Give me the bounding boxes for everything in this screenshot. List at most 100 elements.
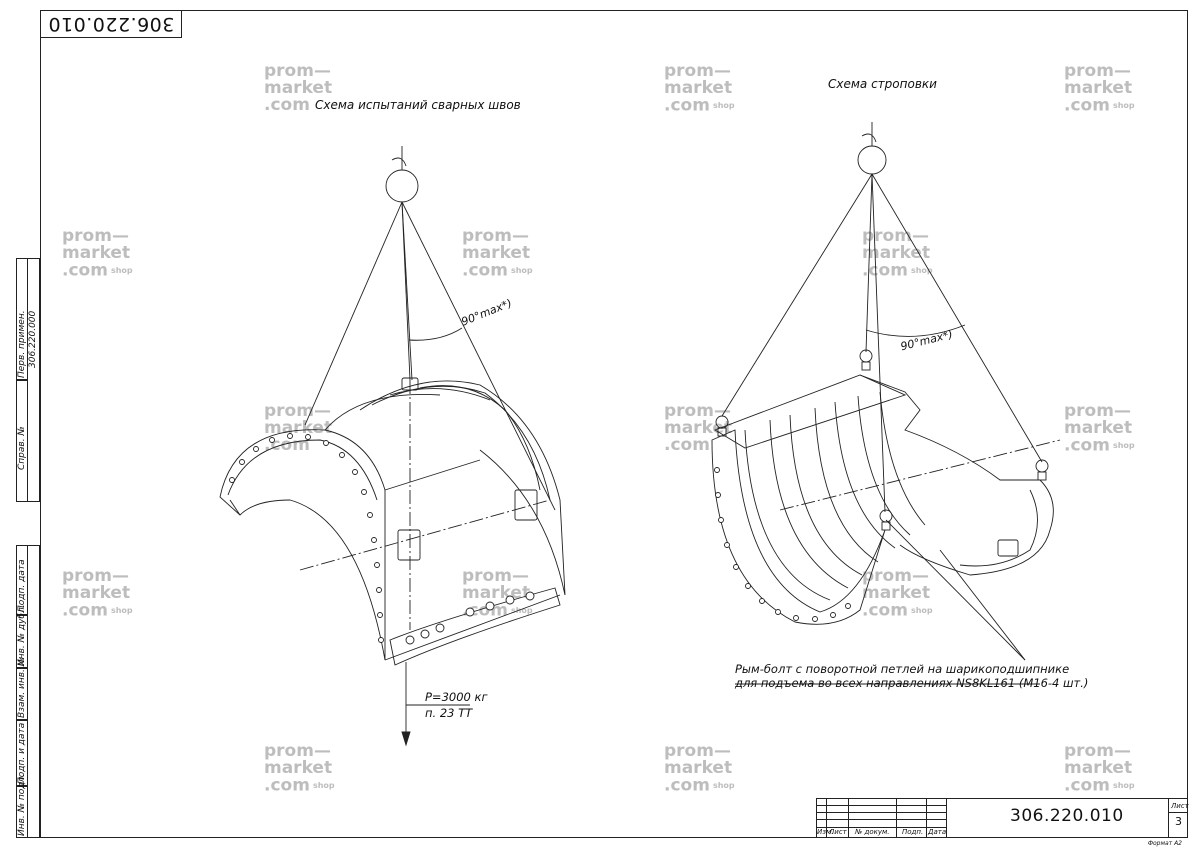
load-value-label: P=3000 кг — [425, 690, 488, 704]
watermark-shop: shop — [110, 606, 133, 615]
inv-podl-cell — [16, 786, 28, 838]
col-izm-label: Изм. — [817, 828, 834, 836]
podp-data-2-cell — [16, 720, 28, 786]
top-code-box: 306.220.010 — [40, 10, 182, 38]
eyebolt-note-line1: Рым-болт с поворотной петлей на шарикопо… — [735, 662, 1070, 676]
title-block-col-list — [827, 799, 849, 837]
perv-primen-label-cell — [16, 258, 28, 380]
watermark-line: .com — [62, 260, 108, 281]
watermark-line: .com — [1064, 95, 1110, 116]
title-block-row-line — [817, 812, 947, 813]
sprav-label-cell — [16, 380, 28, 502]
watermark-line: .com — [862, 600, 908, 621]
title-block: Изм. Лист № докум. Подп. Дата 306.220.01… — [816, 798, 1189, 838]
right-leader-line — [735, 519, 1040, 685]
left-load-arrow — [401, 662, 470, 747]
watermark-line: market — [62, 583, 131, 603]
right-eyebolts — [715, 349, 1049, 531]
title-block-col-data — [927, 799, 947, 837]
watermark-line: prom— — [664, 741, 731, 761]
watermark-line: prom— — [664, 401, 731, 421]
watermark-shop: shop — [910, 606, 933, 615]
right-flange-bolt-holes — [714, 467, 851, 622]
sheet-number: 3 — [1175, 815, 1182, 828]
title-block-row-line — [817, 827, 947, 828]
watermark-line: prom— — [462, 226, 529, 246]
watermark-line: prom— — [62, 566, 129, 586]
watermark-shop: shop — [110, 266, 133, 275]
watermark-shop: shop — [510, 266, 533, 275]
watermark-line: .com — [264, 95, 310, 115]
watermark-line: .com — [62, 600, 108, 621]
watermark-line: prom— — [462, 566, 529, 586]
watermark-line: .com — [264, 775, 310, 796]
watermark-line: .com — [664, 775, 710, 796]
watermark: prom—market.com — [264, 63, 332, 114]
watermark-line: market — [664, 78, 733, 98]
watermark-line: market — [1064, 758, 1133, 778]
watermark-line: market — [862, 243, 931, 263]
watermark-line: market — [1064, 418, 1133, 438]
col-podp-label: Подп. — [902, 828, 924, 836]
title-block-row-line — [817, 819, 947, 820]
watermark-line: market — [664, 418, 733, 438]
format-label: Формат А2 — [1147, 840, 1182, 847]
watermark-line: market — [862, 583, 931, 603]
watermark-line: .com — [1064, 435, 1110, 456]
inv-dubl-cell — [16, 615, 28, 668]
right-slings — [721, 173, 1043, 513]
watermark-line: market — [264, 418, 333, 438]
watermark-line: prom— — [264, 61, 331, 81]
left-hoist-hook — [385, 146, 419, 203]
right-angle-arc — [865, 324, 966, 337]
watermark-line: prom— — [264, 401, 331, 421]
left-slings — [304, 201, 556, 511]
watermark-line: prom— — [264, 741, 331, 761]
watermark-line: prom— — [862, 226, 929, 246]
watermark-shop: shop — [312, 781, 335, 790]
title-block-sheet-line — [1169, 812, 1187, 813]
sheet-frame — [40, 10, 1188, 838]
watermark-line: .com — [664, 435, 710, 455]
left-angle-arc — [408, 327, 463, 341]
col-doc-label: № докум. — [855, 828, 890, 836]
watermark-shop: shop — [910, 266, 933, 275]
vzam-inv-cell — [16, 668, 28, 720]
load-reference-label: п. 23 ТТ — [425, 706, 473, 720]
title-block-col-izm — [817, 799, 827, 837]
watermark-line: .com — [1064, 775, 1110, 796]
title-block-code-cell — [947, 799, 1169, 837]
title-block-col-doc — [849, 799, 897, 837]
watermark-line: market — [264, 78, 333, 98]
watermark-shop: shop — [712, 101, 735, 110]
watermark-line: .com — [664, 95, 710, 116]
watermark-line: .com — [462, 260, 508, 281]
watermark-line: prom— — [1064, 61, 1131, 81]
watermark-line: market — [1064, 78, 1133, 98]
right-hoist-hook — [857, 122, 887, 175]
watermark-line: prom— — [1064, 401, 1131, 421]
watermark-line: .com — [264, 435, 310, 455]
col-list-label: Лист — [829, 828, 847, 836]
eyebolt-note-line2: для подъема во всех направлениях NS8KL16… — [735, 676, 1089, 690]
title-block-row-line — [817, 805, 947, 806]
watermark-line: market — [264, 758, 333, 778]
watermark-line: market — [462, 243, 531, 263]
left-weldment-body — [219, 377, 566, 666]
watermark-line: prom— — [62, 226, 129, 246]
col-data-label: Дата — [928, 828, 947, 836]
watermark: prom—market.com — [264, 403, 332, 454]
watermark-line: prom— — [1064, 741, 1131, 761]
watermark-line: market — [62, 243, 131, 263]
